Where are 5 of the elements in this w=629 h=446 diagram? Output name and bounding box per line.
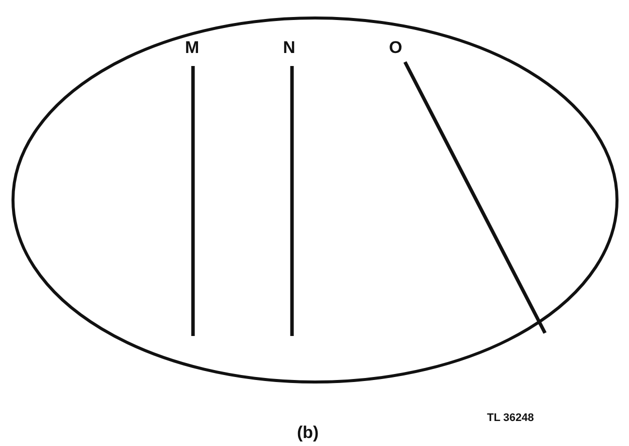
caption: (b): [297, 423, 319, 443]
figure-number: TL 36248: [487, 412, 534, 424]
line-label: N: [283, 38, 296, 58]
line-label: M: [185, 38, 200, 58]
line-label: O: [389, 38, 402, 58]
